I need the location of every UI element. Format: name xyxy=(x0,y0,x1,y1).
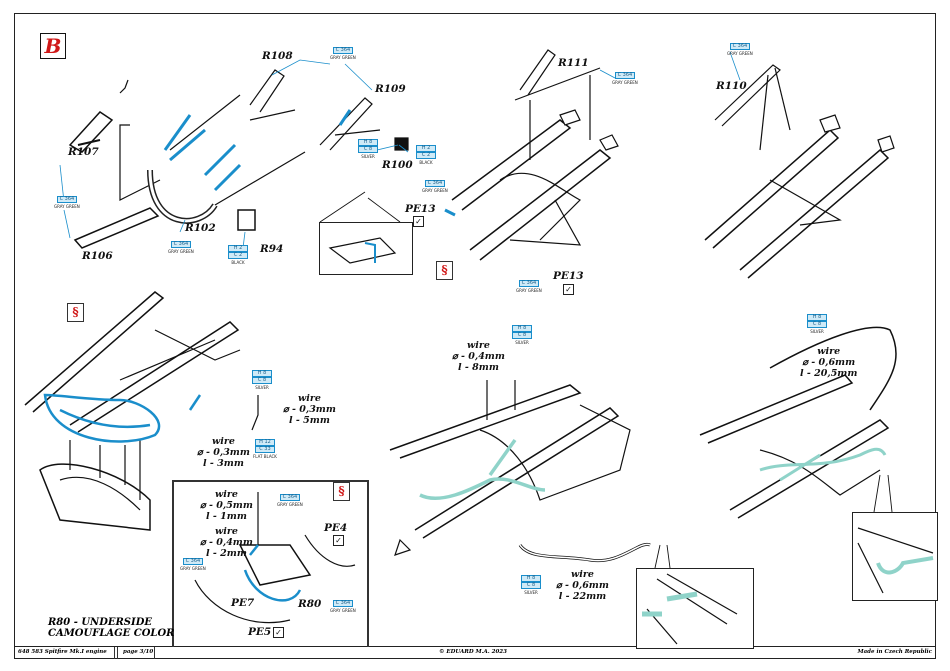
frame-assembly-top-left xyxy=(68,69,409,249)
part-label-pe7: PE7 xyxy=(231,597,255,609)
inset-leader-lines xyxy=(319,191,893,569)
page-frame xyxy=(14,13,936,647)
check-icon: ✓ xyxy=(413,216,424,227)
bend-icon: § xyxy=(67,303,84,322)
part-label-r110: R110 xyxy=(716,80,747,92)
part-label-r100: R100 xyxy=(382,159,413,171)
blue-underside-part xyxy=(43,393,202,443)
detail-inset-bottom xyxy=(636,568,754,649)
bend-icon: § xyxy=(436,261,453,280)
frame-assembly-top-right xyxy=(704,64,895,279)
blue-highlighted-parts xyxy=(163,109,456,217)
green-wire-middle xyxy=(419,438,546,501)
origin-text: Made in Czech Republic xyxy=(857,649,932,655)
frame-assembly-bottom-middle xyxy=(389,380,651,563)
frame-assembly-top-middle xyxy=(451,49,619,261)
footer-divider xyxy=(114,647,115,659)
part-label-pe13-lower: PE13 xyxy=(553,270,584,282)
bend-icon: § xyxy=(333,482,350,501)
page-footer: 648 583 Spitfire Mk.I engine page 3/10 ©… xyxy=(14,647,936,659)
footer-divider xyxy=(117,647,118,659)
part-label-r111: R111 xyxy=(558,57,589,69)
check-icon: ✓ xyxy=(333,535,344,546)
part-label-r108: R108 xyxy=(262,50,293,62)
green-wire-right xyxy=(759,447,887,482)
part-label-pe5: PE5 xyxy=(248,626,272,638)
note-line: R80 - UNDERSIDE xyxy=(48,617,152,628)
detail-inset-pe13 xyxy=(319,222,413,275)
part-label-r102: R102 xyxy=(185,222,216,234)
check-icon: ✓ xyxy=(563,284,574,295)
section-divider xyxy=(172,480,368,482)
part-label-r94: R94 xyxy=(260,243,284,255)
page-number: page 3/10 xyxy=(123,649,154,655)
part-label-pe4: PE4 xyxy=(324,522,348,534)
detail-inset-right xyxy=(852,512,938,601)
part-label-pe13-upper: PE13 xyxy=(405,203,436,215)
section-divider xyxy=(367,480,369,647)
section-divider xyxy=(172,480,174,647)
check-icon: ✓ xyxy=(273,627,284,638)
frame-assembly-bottom-left xyxy=(24,291,259,531)
product-code: 648 583 Spitfire Mk.I engine xyxy=(18,649,107,655)
copyright: © EDUARD M.A. 2023 xyxy=(439,649,507,655)
footer-divider xyxy=(154,647,155,659)
part-label-r109: R109 xyxy=(375,83,406,95)
frame-assembly-bottom-right xyxy=(699,326,897,519)
part-label-r106: R106 xyxy=(82,250,113,262)
underside-panel-assembly xyxy=(194,492,356,624)
blue-panel-parts xyxy=(243,544,302,602)
part-label-r80: R80 xyxy=(298,598,322,610)
part-label-r107: R107 xyxy=(68,146,99,158)
camouflage-note: R80 - UNDERSIDE CAMOUFLAGE COLOR xyxy=(48,617,174,639)
section-letter: B xyxy=(40,33,66,59)
note-line: CAMOUFLAGE COLOR xyxy=(48,628,175,639)
